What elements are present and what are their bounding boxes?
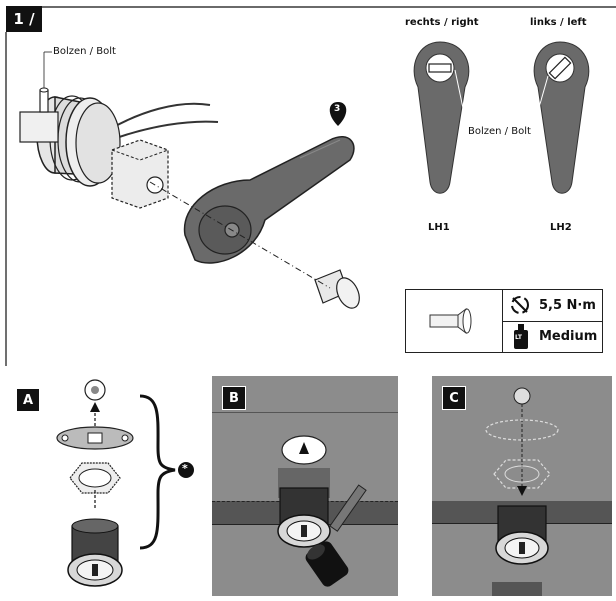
- bolt-callout-label: Bolzen / Bolt: [53, 46, 116, 57]
- lock-cylinder-a: [67, 518, 123, 587]
- brace: [139, 394, 176, 550]
- handle-lh2-label: LH2: [550, 222, 572, 233]
- assembly-axis: [149, 181, 331, 289]
- retaining-plate: [56, 426, 134, 450]
- handle-bolt-label: Bolzen / Bolt: [466, 126, 533, 137]
- handle-lh2: [533, 41, 590, 194]
- spec-box: 5,5 N·m LT Medium: [405, 289, 603, 353]
- panel-a-asterisk: *: [182, 462, 188, 475]
- spec-divider-vertical: [502, 290, 504, 352]
- callout-number-3: 3: [334, 104, 341, 114]
- panel-c-diagram: [485, 387, 559, 565]
- panel-b-badge: B: [222, 386, 246, 410]
- panel-a-badge: A: [16, 388, 40, 412]
- handle-orientation-diagram: [413, 41, 590, 194]
- lock-cylinder: [19, 95, 121, 187]
- bolt-pin: [39, 87, 49, 113]
- threadlock-icon: [514, 324, 528, 349]
- panel-b-letter: B: [229, 390, 239, 406]
- callout-marker: [329, 102, 347, 126]
- star-washer: [84, 379, 106, 401]
- panel-c: C: [432, 376, 612, 596]
- handle-lh1-label: LH1: [428, 222, 450, 233]
- step-frame-lines: [5, 6, 616, 366]
- threadlock-value: Medium: [539, 329, 598, 344]
- panel-c-badge: C: [442, 386, 466, 410]
- handle-right-label: rechts / right: [405, 17, 479, 28]
- mallet-icon: [305, 484, 367, 587]
- handle-left-label: links / left: [530, 17, 587, 28]
- handle-lh1: [413, 41, 470, 194]
- panel-a-letter: A: [22, 392, 34, 408]
- lock-assembly-diagram: [19, 51, 360, 309]
- panel-c-letter: C: [449, 390, 459, 406]
- lever-handle: [183, 136, 355, 264]
- countersunk-screw: [314, 269, 360, 309]
- torque-value: 5,5 N·m: [539, 298, 596, 313]
- step-number-badge: 1 /: [6, 6, 42, 32]
- torque-icon: [511, 296, 529, 314]
- spec-divider-horizontal: [503, 321, 602, 323]
- panel-b: B: [212, 376, 398, 596]
- screw-icon: [429, 308, 472, 334]
- hex-adapter: [111, 139, 169, 209]
- step-number: 1 /: [13, 10, 35, 28]
- panel-b-line: [212, 412, 398, 413]
- hex-nut: [69, 462, 121, 494]
- threadlock-icon-text: LT: [515, 334, 522, 341]
- panel-b-diagram: [277, 435, 367, 587]
- panel-a-diagram: [56, 379, 194, 587]
- panel-c-floor: [492, 582, 542, 596]
- cable: [104, 120, 219, 143]
